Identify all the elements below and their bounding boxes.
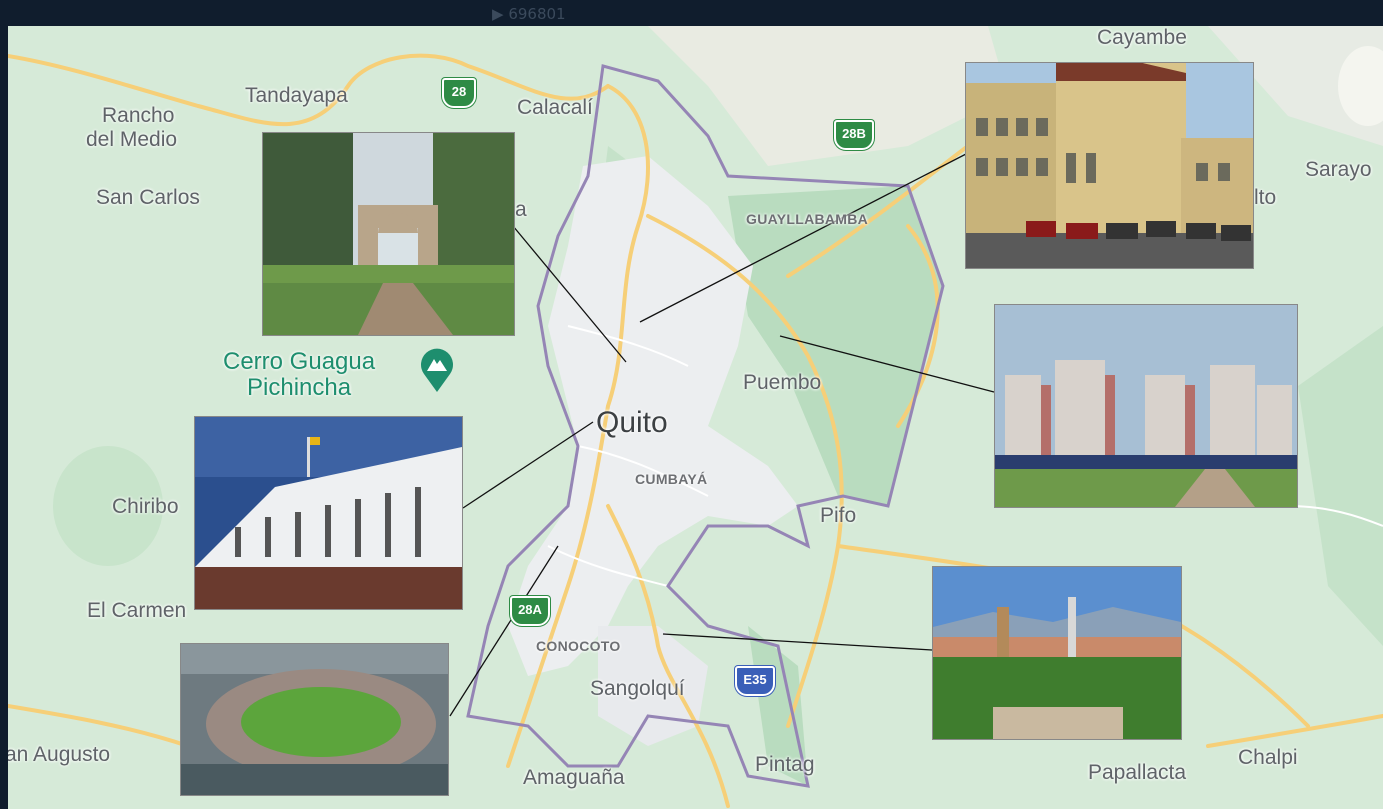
place-tandayapa: Tandayapa (245, 84, 348, 107)
place-puembo: Puembo (743, 371, 822, 394)
place-chiribo: Chiribo (112, 495, 179, 518)
photo-park-arch[interactable] (262, 132, 515, 336)
district-guayllabamba: GUAYLLABAMBA (746, 211, 869, 227)
map-canvas[interactable]: Cayambe Tandayapa Rancho del Medio San C… (8, 26, 1383, 809)
photo-stadium[interactable] (180, 643, 449, 796)
counter-value: 696801 (508, 5, 566, 23)
highway-28b-shield: 28B (834, 120, 874, 150)
photo-apartment-towers[interactable] (994, 304, 1298, 508)
poi-cerro-guagua-pichincha[interactable]: Cerro Guagua Pichincha (223, 349, 375, 401)
highway-28-shield: 28 (442, 78, 476, 108)
place-fragment-a: a (515, 198, 527, 221)
photo-yellow-building[interactable] (965, 62, 1254, 269)
play-counter: ▶ 696801 (492, 5, 566, 23)
open-area (648, 26, 1008, 166)
urban-south (598, 626, 708, 746)
photo-government-palace[interactable] (194, 416, 463, 610)
place-cayambe: Cayambe (1097, 26, 1187, 49)
place-lto: lto (1254, 186, 1277, 209)
park-area-east (728, 186, 943, 506)
place-san-carlos: San Carlos (96, 186, 200, 209)
town-square-illustration (933, 567, 1181, 739)
poi-line1: Cerro Guagua (223, 348, 376, 375)
place-an-augusto: an Augusto (8, 743, 111, 766)
district-cumbaya: CUMBAYÁ (635, 471, 708, 487)
photo-town-square[interactable] (932, 566, 1182, 740)
highway-e35-shield: E35 (735, 666, 775, 696)
place-el-carmen: El Carmen (87, 599, 187, 622)
district-conocoto: CONOCOTO (536, 638, 621, 654)
city-quito[interactable]: Quito (596, 406, 668, 439)
leader-lines (449, 153, 995, 717)
place-pintag: Pintag (755, 753, 815, 776)
park-area-west (53, 446, 163, 566)
place-papallacta: Papallacta (1088, 761, 1187, 784)
place-calacali: Calacalí (517, 96, 593, 119)
place-amaguana: Amaguaña (523, 766, 625, 789)
place-chalpi: Chalpi (1238, 746, 1298, 769)
place-rancho-line2: del Medio (86, 128, 178, 151)
stadium-illustration (181, 644, 448, 795)
place-sangolqui: Sangolquí (590, 677, 685, 700)
bright-area (1338, 46, 1383, 126)
place-pifo: Pifo (820, 504, 857, 527)
place-sarayo: Sarayo (1305, 158, 1372, 181)
open-area-2 (1208, 26, 1383, 146)
top-bar: ▶ 696801 (0, 0, 1383, 30)
highway-28a-shield: 28A (510, 596, 550, 626)
minor-roads (547, 325, 1383, 587)
park-arch-illustration (263, 133, 514, 335)
apartment-towers-illustration (995, 305, 1297, 507)
poi-line2: Pichincha (247, 374, 352, 401)
park-area-far-east (1298, 326, 1383, 646)
district-boundary (466, 64, 945, 788)
mountain-icon[interactable] (418, 344, 456, 394)
government-palace-illustration (195, 417, 462, 609)
place-rancho-line1: Rancho (102, 104, 175, 127)
yellow-building-illustration (966, 63, 1253, 268)
